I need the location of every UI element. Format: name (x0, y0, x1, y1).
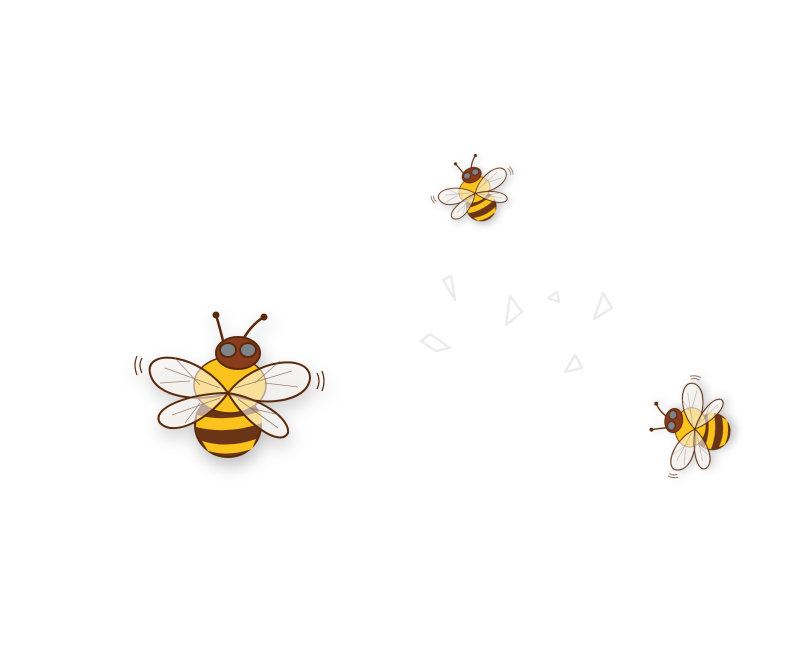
glass-shards (419, 274, 614, 374)
shard (441, 274, 457, 302)
shard (419, 332, 452, 353)
shard (546, 290, 561, 304)
shard (592, 291, 614, 321)
large-bee (133, 310, 326, 459)
shard (563, 353, 584, 374)
side-bee (642, 369, 738, 486)
shard (504, 294, 524, 327)
small-bee (421, 141, 528, 238)
